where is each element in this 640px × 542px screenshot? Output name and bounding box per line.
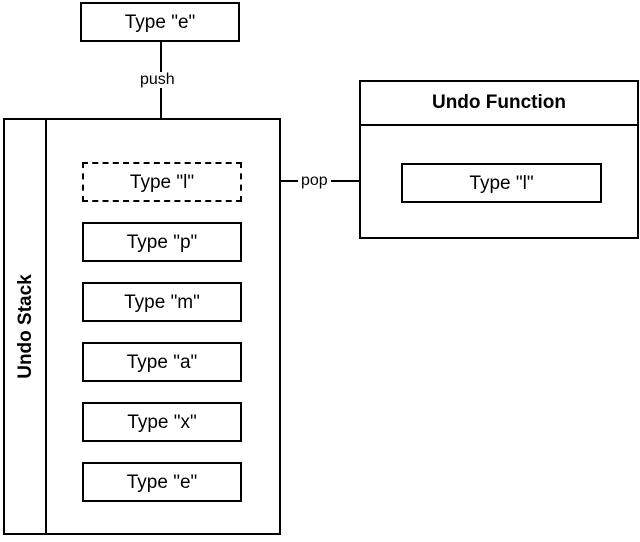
push-source-box[interactable]: Type "e" xyxy=(80,2,240,42)
undo-stack-item-label: Type "a" xyxy=(126,351,198,373)
pop-edge-label: pop xyxy=(298,173,331,189)
undo-stack-label: Undo Stack xyxy=(14,274,36,379)
undo-stack-item[interactable]: Type "e" xyxy=(82,462,242,502)
undo-stack-label-column: Undo Stack xyxy=(5,120,47,533)
undo-stack-container: Undo Stack Type "l" Type "p" Type "m" Type … xyxy=(3,118,281,535)
undo-stack-item-label: Type "p" xyxy=(126,231,198,253)
undo-function-title: Undo Function xyxy=(361,82,637,126)
undo-stack-item-label: Type "x" xyxy=(127,411,197,433)
undo-stack-item-label: Type "m" xyxy=(124,291,200,313)
undo-stack-top[interactable]: Type "l" xyxy=(82,162,242,202)
undo-stack-item-label: Type "e" xyxy=(126,471,198,493)
undo-function-action-box[interactable]: Type "l" xyxy=(401,163,602,203)
undo-stack-item[interactable]: Type "a" xyxy=(82,342,242,382)
undo-function-action-label: Type "l" xyxy=(469,172,534,194)
undo-stack-item[interactable]: Type "x" xyxy=(82,402,242,442)
undo-stack-item-label: Type "l" xyxy=(129,171,195,193)
push-source-label: Type "e" xyxy=(124,11,196,33)
undo-function-panel: Undo Function Type "l" xyxy=(359,80,639,239)
undo-stack-item[interactable]: Type "m" xyxy=(82,282,242,322)
undo-stack-item[interactable]: Type "p" xyxy=(82,222,242,262)
push-edge-label: push xyxy=(137,72,178,88)
